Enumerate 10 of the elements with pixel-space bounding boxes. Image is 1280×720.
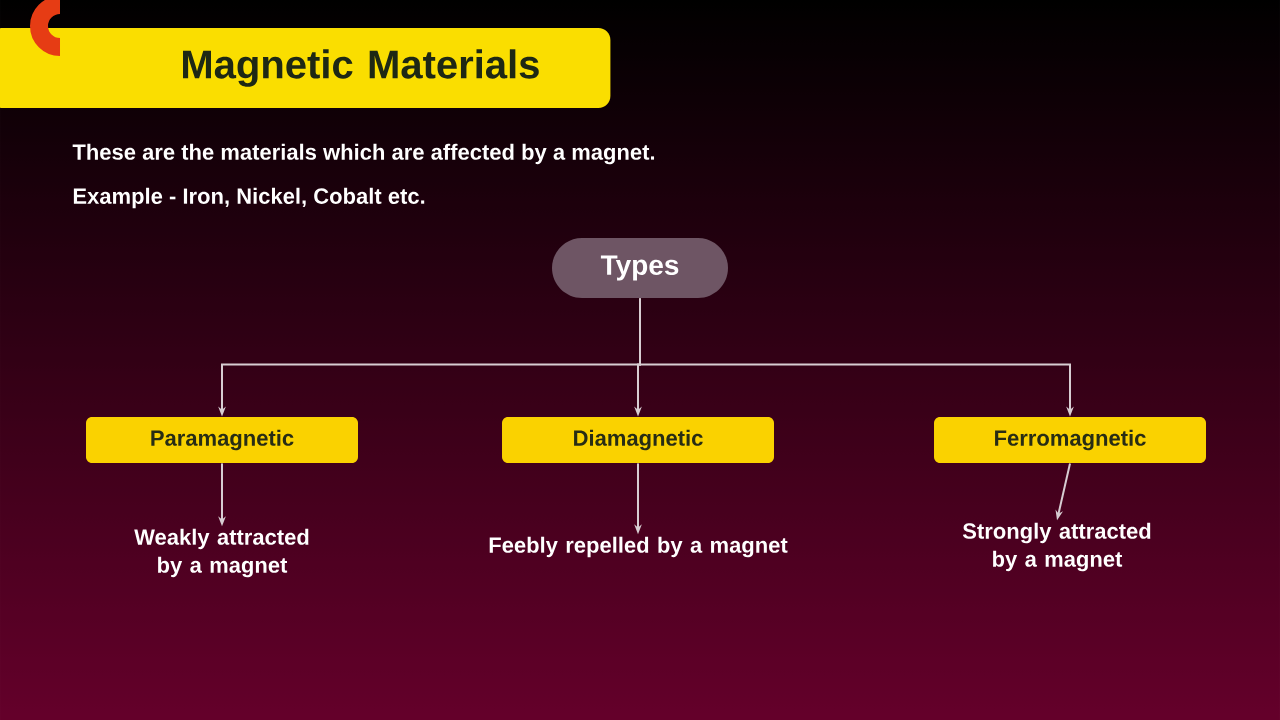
- description-text: Strongly attracted by a magnet: [962, 522, 1151, 572]
- title-banner: Magnetic Materials: [0, 28, 611, 108]
- description-text: Feebly repelled by a magnet: [489, 536, 788, 558]
- category-box: Paramagnetic: [86, 417, 358, 463]
- description-text: Example - Iron, Nickel, Cobalt etc.: [73, 187, 425, 209]
- description-text: These are the materials which are affected by a magnet.: [72, 143, 655, 165]
- category-box: Diamagnetic: [502, 417, 774, 463]
- types-pill: Types: [552, 238, 728, 298]
- description-text: Weakly attracted by a magnet: [134, 528, 309, 578]
- category-box: Ferromagnetic: [934, 417, 1206, 463]
